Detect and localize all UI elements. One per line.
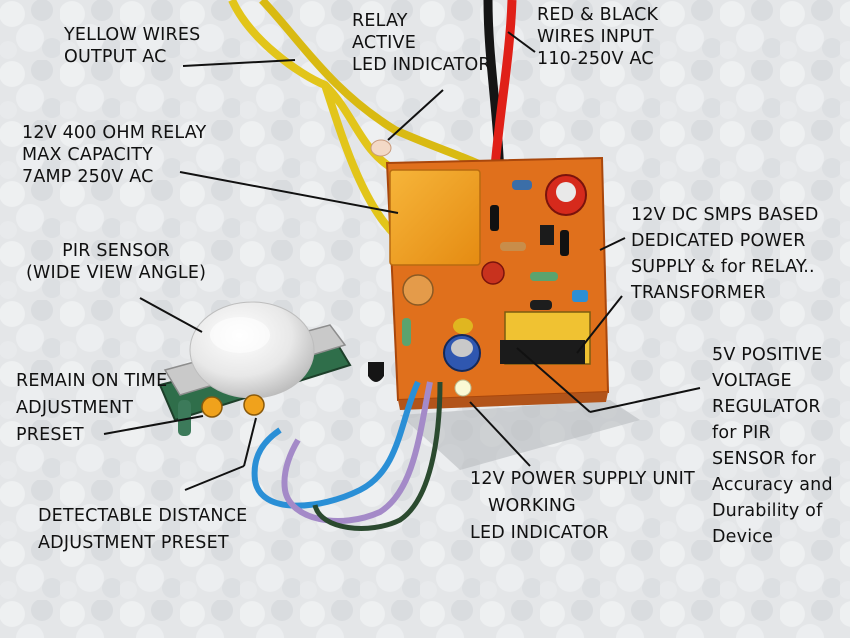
relay-led-label: RELAY ACTIVE LED INDICATOR <box>352 11 491 75</box>
yellow-capacitor <box>453 318 473 334</box>
transformer-core <box>500 340 585 364</box>
pir-dome-highlight <box>210 317 270 353</box>
blue-capacitor-top <box>451 339 473 357</box>
yellow-wires-label: YELLOW WIRES OUTPUT AC <box>64 25 201 67</box>
distance-label: DETECTABLE DISTANCE ADJUSTMENT PRESET <box>38 506 248 553</box>
small-red-capacitor <box>481 261 505 285</box>
distance-preset <box>243 394 265 416</box>
dark-sensor-wire <box>312 381 443 531</box>
resistor-1 <box>512 180 532 190</box>
pir-sensor-label: PIR SENSOR (WIDE VIEW ANGLE) <box>26 241 207 283</box>
resistor-3 <box>530 272 558 281</box>
remain-on-time-preset <box>201 396 223 418</box>
pir-side-capacitor <box>178 400 191 436</box>
purple-sensor-wire <box>281 381 433 524</box>
relay <box>389 169 481 266</box>
blue-capacitor <box>572 290 588 302</box>
regulator-label: 5V POSITIVE VOLTAGE REGULATOR for PIR SE… <box>712 345 833 547</box>
remain-on-time-label: REMAIN ON TIME ADJUSTMENT PRESET <box>16 371 168 445</box>
capacitor-c1 <box>402 274 434 306</box>
yellow-output-wire-2 <box>259 0 493 174</box>
input-wires-label: RED & BLACK WIRES INPUT 110-250V AC <box>537 5 659 69</box>
yellow-output-wire-3 <box>321 83 398 238</box>
diode-1 <box>490 205 499 231</box>
diode-2 <box>560 230 569 256</box>
board-shadow <box>400 400 640 470</box>
disc-capacitor <box>530 300 552 310</box>
red-capacitor-top <box>556 182 576 202</box>
blue-sensor-wire <box>251 380 421 509</box>
relay-active-led <box>370 139 392 157</box>
resistor-4 <box>402 318 411 346</box>
red-input-wire <box>489 0 517 181</box>
power-led-label: 12V POWER SUPPLY UNIT WORKING LED INDICA… <box>470 469 695 543</box>
smps-label: 12V DC SMPS BASED DEDICATED POWER SUPPLY… <box>631 205 819 303</box>
pcb-edge <box>398 392 608 410</box>
yellow-output-wire-1 <box>228 0 398 174</box>
relay-label: 12V 400 OHM RELAY MAX CAPACITY 7AMP 250V… <box>22 123 207 187</box>
power-led <box>454 379 472 397</box>
ic-chip <box>540 225 554 245</box>
resistor-2 <box>500 242 526 251</box>
voltage-regulator <box>368 362 384 382</box>
pointer-lines <box>103 31 701 491</box>
